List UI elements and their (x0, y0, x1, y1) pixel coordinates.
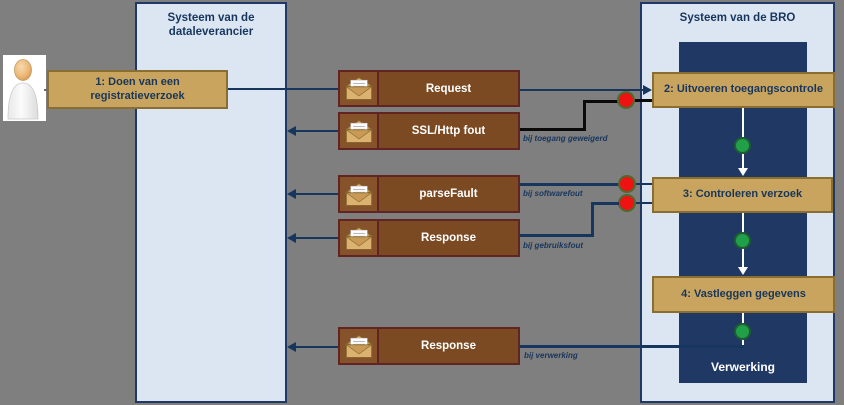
request-line-right (520, 89, 643, 91)
error-line-step2-v (583, 100, 586, 131)
verwerking-label: Verwerking (710, 360, 776, 374)
step-3-box: 3: Controleren verzoek (652, 177, 833, 213)
error-line-step2-h2 (520, 128, 586, 131)
step-2-label: 2: Uitvoeren toegangscontrole (664, 83, 823, 96)
lane-bro-title: Systeem van de BRO (679, 12, 796, 24)
message-label: SSL/Http fout (411, 125, 486, 137)
actor-box (3, 55, 46, 121)
red-dot-step2 (617, 91, 635, 109)
parsefault-line (520, 183, 619, 186)
parsefault-return-arrowhead (287, 189, 296, 199)
note-toegang-geweigerd: bij toegang geweigerd (523, 134, 608, 143)
green-dot-1 (734, 137, 751, 154)
parsefault-return-line (294, 193, 338, 195)
note-verwerking: bij verwerking (524, 351, 578, 360)
person-icon (7, 59, 39, 120)
envelope-icon (340, 329, 379, 363)
step-2-box: 2: Uitvoeren toegangscontrole (652, 72, 835, 108)
message-response-controle: Response (338, 219, 520, 257)
step-3-label: 3: Controleren verzoek (682, 188, 803, 201)
note-softwarefout: bij softwarefout (523, 189, 583, 198)
step-4-label: 4: Vastleggen gegevens (681, 287, 806, 300)
step-1-box: 1: Doen van een registratieverzoek (47, 70, 228, 109)
message-label: parseFault (419, 188, 478, 200)
ssl-return-line (294, 130, 338, 132)
envelope-icon (340, 177, 379, 211)
step-1-label: 1: Doen van een registratieverzoek (90, 76, 185, 102)
message-request: Request (338, 70, 520, 107)
message-label: Request (425, 82, 472, 95)
error-connector-step3a (635, 183, 652, 185)
response-final-line-left (294, 346, 338, 348)
envelope-icon (340, 221, 379, 255)
response3-line-h2 (520, 234, 594, 237)
actor-connector-line (44, 89, 49, 91)
response3-line-h1 (591, 202, 619, 205)
error-connector-step3b (635, 202, 652, 204)
step-4-box: 4: Vastleggen gegevens (652, 276, 835, 313)
green-dot-2 (734, 232, 751, 249)
red-dot-step3a (618, 175, 636, 193)
response3-return-arrowhead (287, 233, 296, 243)
response-final-arrowhead (287, 342, 296, 352)
request-line-left (228, 88, 338, 90)
response3-return-line (294, 237, 338, 239)
message-label: Response (421, 232, 476, 244)
request-arrowhead (643, 85, 652, 95)
lane-dataleverancier: Systeem van de dataleverancier (135, 2, 287, 403)
note-gebruiksfout: bij gebruiksfout (523, 241, 583, 250)
error-line-step2-h1 (583, 100, 619, 103)
envelope-icon (340, 114, 379, 148)
response-final-line-right (520, 345, 744, 348)
flow-arrowhead-step3 (738, 168, 748, 176)
error-connector-step2 (634, 99, 652, 102)
message-parsefault: parseFault (338, 175, 520, 213)
message-ssl-http-fout: SSL/Http fout (338, 112, 520, 150)
ssl-return-arrowhead (287, 126, 296, 136)
message-label: Response (421, 340, 476, 352)
lane-dataleverancier-title: Systeem van de dataleverancier (167, 12, 255, 39)
red-dot-step3b (618, 194, 636, 212)
envelope-icon (340, 72, 379, 105)
green-dot-3 (734, 323, 751, 340)
message-response-verwerking: Response (338, 327, 520, 365)
flow-arrowhead-step4 (738, 267, 748, 275)
response3-line-v (591, 202, 594, 236)
